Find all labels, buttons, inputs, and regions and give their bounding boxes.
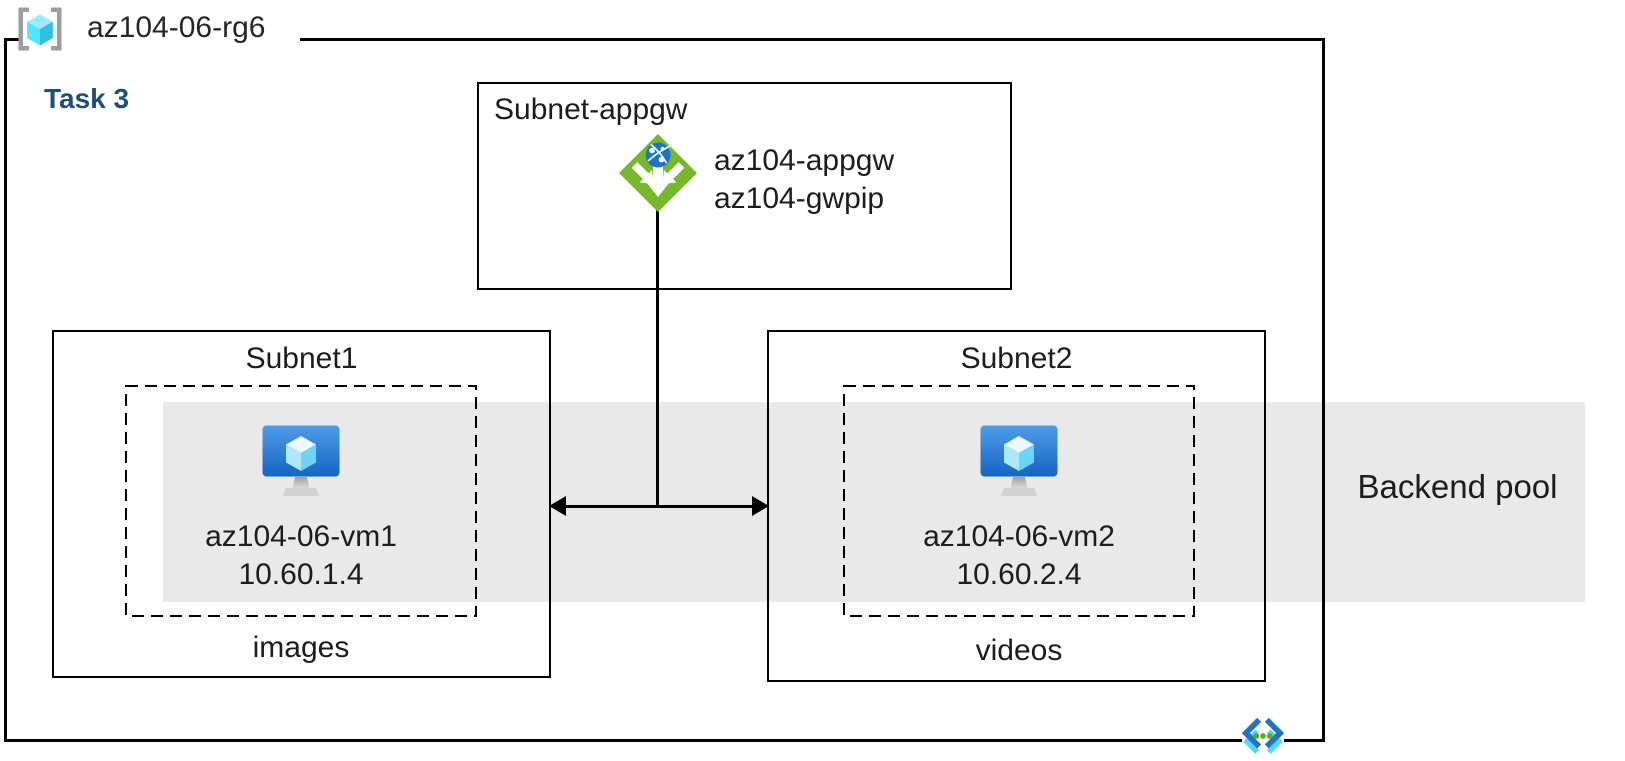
vm1-ip-label: 10.60.1.4 [238, 558, 364, 591]
backend-pool-band [163, 402, 1585, 602]
subnet2-title: Subnet2 [960, 342, 1073, 375]
vm1-labels: az104-06-vm1 10.60.1.4 [125, 518, 477, 594]
subnet1-dashed-boundary [125, 385, 477, 617]
subnet-link-arrow-line [562, 505, 756, 508]
subnet2-storage-label: videos [975, 634, 1063, 667]
appgw-subnet-box: Subnet-appgw [477, 82, 1012, 290]
subnet1-title: Subnet1 [245, 342, 358, 375]
subnet2-box: Subnet2 [767, 330, 1266, 682]
vm1-icon virtual-machine-icon [262, 425, 340, 496]
vm2-icon virtual-machine-icon [980, 425, 1058, 496]
subnet2-dashed-boundary [843, 385, 1195, 617]
resource-group-icon [18, 7, 62, 51]
appgw-name-label: az104-appgw [714, 144, 895, 177]
subnet1-storage-label: images [252, 631, 350, 664]
vm2-name-label: az104-06-vm2 [923, 520, 1115, 553]
subnet-link-arrow-head-left [549, 496, 566, 516]
virtual-network-icon [1241, 716, 1285, 756]
task-label: Task 3 [44, 83, 130, 114]
application-gateway-icon [619, 134, 697, 212]
rg-border-left [4, 38, 7, 742]
appgw-subnet-title: Subnet-appgw [494, 93, 688, 126]
gwpip-name-label: az104-gwpip [714, 182, 885, 215]
appgw-labels: az104-appgw az104-gwpip [714, 142, 894, 218]
vm2-labels: az104-06-vm2 10.60.2.4 [843, 518, 1195, 594]
resource-group-label: az104-06-rg6 [87, 11, 266, 44]
rg-border-bottom [4, 739, 1325, 742]
appgw-connector-line [656, 210, 659, 507]
backend-pool-label: Backend pool [1357, 468, 1558, 505]
subnet-link-arrow-head-right [752, 496, 769, 516]
rg-border-right [1322, 38, 1325, 742]
vm2-ip-label: 10.60.2.4 [956, 558, 1082, 591]
vm1-name-label: az104-06-vm1 [205, 520, 397, 553]
rg-border-top [300, 38, 1325, 41]
subnet1-box: Subnet1 [52, 330, 551, 678]
rg-border-top-stub [4, 38, 20, 41]
